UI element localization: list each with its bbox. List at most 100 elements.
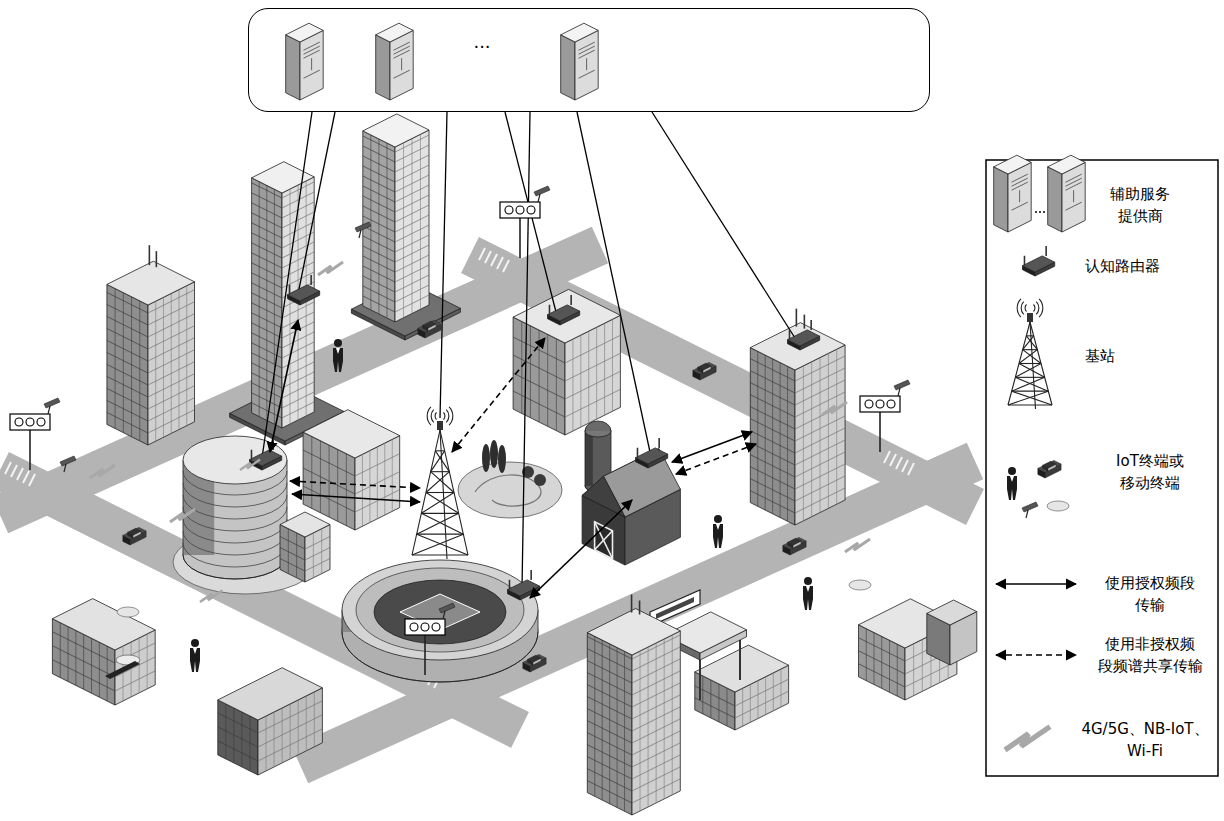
building-face [300, 30, 323, 100]
window-line [290, 189, 291, 424]
window-line [218, 713, 258, 733]
shop-wing [927, 600, 977, 665]
roof-antenna [149, 245, 151, 265]
person-shirt [806, 586, 810, 592]
window-line [370, 135, 371, 310]
window-line [123, 293, 124, 433]
window-line [811, 362, 812, 517]
window-line [123, 646, 124, 701]
window-line [594, 636, 595, 796]
window-line [346, 454, 347, 526]
window-line [320, 441, 321, 513]
crosswalk [485, 251, 491, 263]
server-slot [1065, 174, 1081, 182]
road [470, 255, 975, 507]
roof-antenna [789, 330, 791, 340]
roof-antenna [658, 438, 660, 448]
building-face [107, 284, 148, 445]
silo-dome [585, 421, 611, 431]
light-lamp [37, 418, 45, 426]
licensed-link [530, 500, 632, 598]
window-line [765, 355, 766, 510]
building-roof [994, 155, 1031, 174]
backhaul-line [577, 112, 650, 452]
window-line [280, 547, 305, 560]
building-roof [418, 320, 441, 332]
window-line [757, 351, 758, 506]
window-line [259, 182, 260, 417]
window-line [411, 139, 412, 314]
stadium [342, 560, 538, 682]
legend-text: 使用非授权频 段频谱共享传输 [1096, 633, 1205, 677]
tower-strut [421, 513, 458, 514]
tower-strut [1019, 363, 1041, 364]
crosswalk [890, 454, 896, 466]
car-terminal [418, 320, 441, 338]
roof-antenna [1024, 256, 1026, 266]
crosswalk [29, 474, 35, 486]
radio-wave [431, 410, 434, 423]
window-line [305, 558, 330, 571]
wireless-bolt [822, 402, 847, 415]
light-pole [29, 430, 31, 470]
window-line [139, 301, 140, 441]
wireless-bolt [845, 539, 870, 552]
server-icon [561, 23, 599, 100]
tower-strut [435, 450, 444, 451]
server-slot [1065, 178, 1081, 186]
window-line [604, 323, 605, 415]
window-line [664, 639, 665, 799]
radio-wave [1034, 305, 1035, 312]
building-roof [107, 261, 195, 305]
tower-strut [1015, 377, 1044, 378]
tower-strut [421, 513, 463, 534]
server-slot [578, 46, 594, 54]
window-line [735, 691, 789, 718]
window-line [241, 712, 242, 767]
window-line [572, 339, 573, 431]
camera-mount [443, 611, 445, 619]
window-line [386, 143, 387, 318]
window-line [377, 447, 378, 519]
window-line [233, 708, 234, 763]
backhaul-line [262, 112, 312, 458]
traffic-light [860, 380, 910, 452]
window-line [178, 290, 179, 430]
cognitive-router [1023, 246, 1055, 276]
cognitive-router [250, 440, 282, 470]
base-station-tower [412, 407, 468, 559]
window-line [547, 334, 548, 426]
tower-strut [1008, 404, 1052, 405]
car-terminal [1038, 460, 1061, 478]
server-slot [311, 58, 312, 70]
tower-strut [421, 493, 454, 514]
person-head [334, 339, 342, 347]
camera-mount [898, 388, 900, 396]
window-line [107, 316, 148, 337]
building-face [1008, 162, 1031, 232]
server-slot [1065, 182, 1081, 190]
legend-samples [994, 155, 1085, 750]
car-terminal [783, 537, 806, 555]
server-slot [393, 70, 409, 78]
window-line [874, 633, 875, 685]
licensed-link [270, 320, 298, 452]
wireless-bolt [90, 465, 115, 478]
building-face [390, 30, 413, 100]
sensor-disc [849, 580, 871, 590]
window-line [617, 648, 618, 808]
tower-strut [440, 430, 447, 559]
person-head [804, 577, 812, 585]
window-line [656, 643, 657, 803]
building-face [632, 631, 680, 815]
person-shirt [193, 648, 197, 654]
window-line [565, 353, 620, 381]
window-line [702, 676, 703, 714]
window-line [742, 688, 743, 726]
window-line [889, 640, 890, 692]
window-line [539, 330, 540, 422]
tower-strut [1015, 377, 1048, 391]
backhaul-line [652, 112, 795, 338]
tower-strut [1012, 391, 1049, 392]
